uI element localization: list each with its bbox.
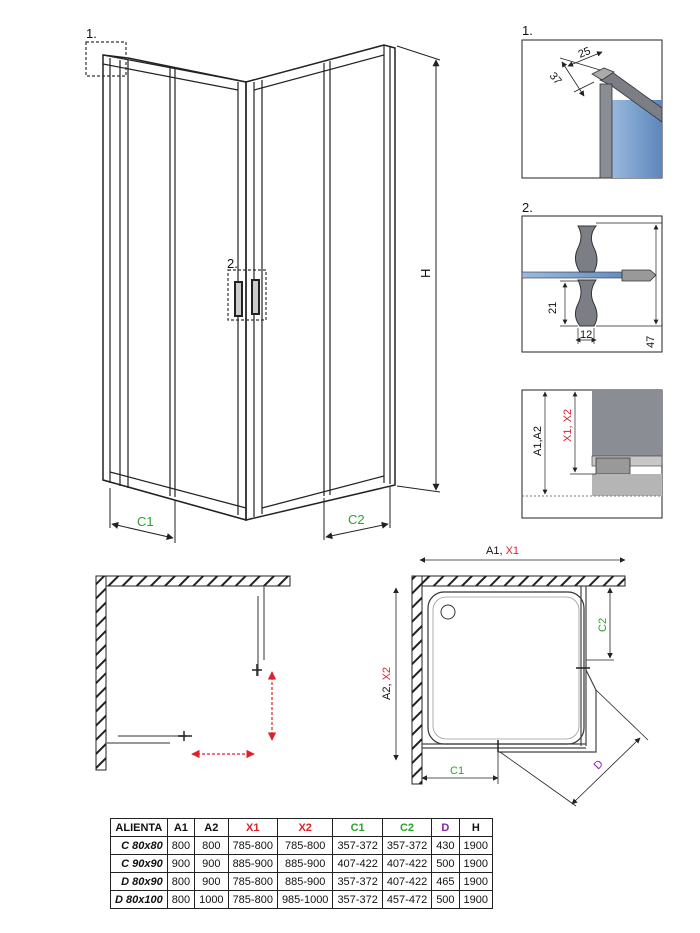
header-d: D (431, 818, 460, 837)
c2-label: C2 (348, 512, 365, 527)
header-a2: A2 (194, 818, 229, 837)
callout-box-2 (227, 269, 267, 321)
plan-view (393, 557, 649, 807)
table-cell: 407-422 (381, 872, 433, 891)
table-cell: 465 (431, 872, 460, 891)
table-cell: 457-472 (381, 890, 433, 909)
right-wall (245, 44, 396, 521)
table-cell: 885-900 (276, 854, 334, 873)
table-cell: 900 (194, 854, 229, 873)
door-handles (234, 279, 260, 317)
table-cell: 785-800 (227, 836, 278, 855)
table-header-row: ALIENTA A1 A2 X1 X2 C1 C2 D H (110, 818, 494, 837)
table-row: C 80x80 800 800 785-800 785-800 357-372 … (110, 836, 494, 855)
table-cell: 885-900 (227, 854, 278, 873)
table-cell-model: D 80x100 (110, 890, 168, 909)
detail2-dim-height: 21 (547, 302, 559, 314)
header-x1: X1 (227, 818, 278, 837)
callout-box-1 (85, 41, 127, 77)
detail2-label: 2. (522, 200, 533, 215)
height-dimension (396, 45, 441, 493)
header-alienta: ALIENTA (110, 818, 168, 837)
height-label: H (418, 269, 433, 278)
plan-c2-label: C2 (597, 618, 609, 632)
table-cell: 800 (166, 872, 196, 891)
table-cell: 800 (194, 836, 229, 855)
table-cell: 1900 (458, 854, 494, 873)
table-cell-model: C 80x80 (110, 836, 168, 855)
table-row: D 80x90 800 900 785-800 885-900 357-372 … (110, 872, 494, 891)
table-cell: 800 (166, 836, 196, 855)
table-cell: 785-800 (227, 872, 278, 891)
drain (440, 604, 456, 620)
callout-label-1: 1. (86, 26, 97, 41)
table-cell: 357-372 (332, 890, 383, 909)
table-cell: 985-1000 (276, 890, 334, 909)
detail1-label: 1. (522, 23, 533, 38)
detail3-box (521, 389, 663, 519)
table-cell: 1000 (194, 890, 229, 909)
table-row: D 80x100 800 1000 785-800 985-1000 357-3… (110, 890, 494, 909)
table-cell: 785-800 (227, 890, 278, 909)
table-cell: 800 (166, 890, 196, 909)
table-cell: 1900 (458, 890, 494, 909)
table-cell: 357-372 (381, 836, 433, 855)
dimensions-table: ALIENTA A1 A2 X1 X2 C1 C2 D H C 80x80 80… (110, 818, 494, 909)
detail2-box (521, 215, 663, 353)
header-a1: A1 (166, 818, 196, 837)
opening-diagram (95, 575, 291, 771)
table-cell: 500 (431, 890, 460, 909)
header-c2: C2 (381, 818, 433, 837)
detail3-dim-x: X1, X2 (562, 409, 574, 442)
detail3-dim-a: A1,A2 (532, 426, 544, 456)
detail1-dim-width: 25 (577, 45, 593, 61)
c2-dimension (323, 486, 391, 540)
table-row: C 90x90 900 900 885-900 885-900 407-422 … (110, 854, 494, 873)
table-cell: 1900 (458, 836, 494, 855)
plan-depth-label: A2, X2 (381, 667, 393, 700)
header-h: H (458, 818, 494, 837)
detail1-box (521, 39, 663, 179)
plan-d-label: D (592, 758, 606, 772)
table-cell: 357-372 (332, 872, 383, 891)
table-cell: 407-422 (332, 854, 383, 873)
table-cell: 785-800 (276, 836, 334, 855)
table-cell: 500 (431, 854, 460, 873)
c1-label: C1 (137, 514, 154, 529)
table-cell: 407-422 (381, 854, 433, 873)
left-wall (102, 54, 247, 521)
detail2-dim-width: 12 (580, 329, 592, 341)
table-cell-model: D 80x90 (110, 872, 168, 891)
plan-c1-label: C1 (450, 765, 464, 777)
shower-tray (427, 591, 585, 745)
table-cell: 900 (166, 854, 196, 873)
header-c1: C1 (332, 818, 383, 837)
plan-width-label: A1, X1 (486, 545, 519, 557)
table-cell-model: C 90x90 (110, 854, 168, 873)
table-cell: 430 (431, 836, 460, 855)
callout-label-2: 2. (227, 256, 238, 271)
table-cell: 357-372 (332, 836, 383, 855)
detail2-dim-total: 47 (645, 336, 657, 348)
perspective-view (85, 41, 441, 543)
header-x2: X2 (276, 818, 334, 837)
table-cell: 885-900 (276, 872, 334, 891)
c1-dimension (109, 488, 176, 543)
table-cell: 1900 (458, 872, 494, 891)
table-cell: 900 (194, 872, 229, 891)
